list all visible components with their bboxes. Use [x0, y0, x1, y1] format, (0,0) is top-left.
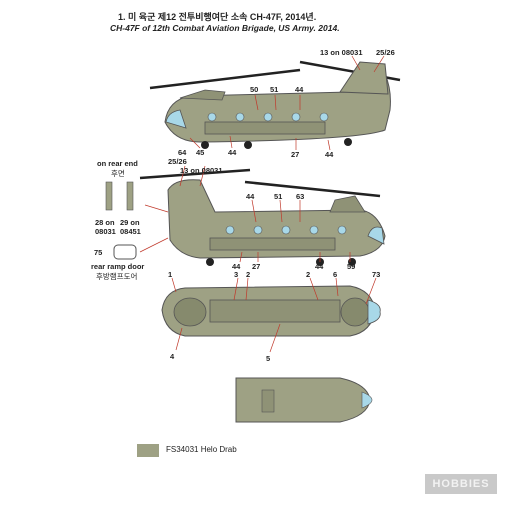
window-icon	[225, 225, 235, 235]
cockpit-window-left	[165, 109, 187, 129]
callout-28-serial: 08031	[95, 227, 116, 236]
front-rotor-hub	[340, 297, 370, 327]
callout-50: 50	[250, 85, 259, 94]
window-icon	[263, 112, 273, 122]
callout-29-serial: 08451	[120, 227, 141, 236]
window-icon	[319, 112, 329, 122]
cockpit-window-right	[367, 226, 385, 245]
window-icon	[207, 112, 217, 122]
side-fuel-pod-right	[209, 237, 336, 251]
callout-73: 73	[372, 270, 381, 279]
callout-2: 2	[246, 270, 251, 279]
rear-wheel-right	[206, 258, 214, 266]
bottom-fuselage	[235, 377, 371, 423]
front-rotor-blade	[244, 180, 381, 198]
top-view	[161, 285, 381, 337]
window-icon	[337, 225, 347, 235]
callout-75: 75	[94, 248, 103, 257]
color-swatch-label: FS34031 Helo Drab	[166, 445, 237, 454]
callout-4: 4	[170, 352, 175, 361]
callout-44: 44	[295, 85, 304, 94]
rear-end-label: on rear end	[97, 159, 138, 168]
bottom-chin-window	[361, 391, 373, 409]
top-spine	[209, 299, 341, 323]
callout-2: 2	[306, 270, 311, 279]
callout-25-26: 25/26	[168, 157, 187, 166]
callout-6: 6	[333, 270, 338, 279]
aft-pylon-left	[339, 61, 389, 95]
color-swatch	[137, 444, 159, 457]
side-view-left	[149, 60, 401, 149]
callout-44: 44	[315, 262, 324, 271]
rear-wheel-left	[344, 138, 352, 146]
callout-44: 44	[228, 148, 237, 157]
title-korean: 1. 미 육군 제12 전투비행여단 소속 CH-47F, 2014년.	[118, 12, 317, 22]
rear-end-strip-right	[126, 181, 134, 211]
callout-13-on-08031: 13 on 08031	[320, 48, 363, 57]
window-icon	[291, 112, 301, 122]
watermark-logo: HOBBIES	[425, 474, 497, 494]
title-english: CH-47F of 12th Combat Aviation Brigade, …	[110, 23, 340, 33]
window-icon	[281, 225, 291, 235]
callout-44: 44	[232, 262, 241, 271]
callout-51: 51	[270, 85, 279, 94]
ramp-door-label: rear ramp door	[91, 262, 145, 271]
bottom-view	[235, 377, 373, 423]
front-wheel-left	[201, 141, 209, 149]
window-icon	[309, 225, 319, 235]
rear-end-label-korean: 후면	[111, 169, 125, 178]
window-icon	[235, 112, 245, 122]
mid-wheel-left	[244, 141, 252, 149]
callout-59: 59	[347, 262, 356, 271]
side-view-right	[139, 168, 386, 266]
forward-pylon-right	[329, 195, 366, 213]
callout-1: 1	[168, 270, 173, 279]
callout-44: 44	[246, 192, 255, 201]
front-rotor-blade	[149, 68, 301, 90]
callout-63: 63	[296, 192, 305, 201]
callout-51: 51	[274, 192, 283, 201]
aft-rotor-hub	[173, 297, 207, 327]
rear-rotor-blade	[139, 168, 251, 180]
callout-5: 5	[266, 354, 271, 363]
callout-44: 44	[325, 150, 334, 159]
callout-27: 27	[252, 262, 261, 271]
top-cockpit-glass	[367, 299, 381, 325]
callout-27: 27	[291, 150, 300, 159]
callout-45: 45	[196, 148, 205, 157]
callout-3: 3	[234, 270, 239, 279]
rear-end-strip-left	[105, 181, 113, 211]
callout-28-on: 28 on	[95, 218, 115, 227]
callout-13-on-08031: 13 on 08031	[180, 166, 223, 175]
side-fuel-pod-left	[204, 121, 326, 135]
callout-leader-lines	[139, 55, 385, 353]
callout-29-on: 29 on	[120, 218, 140, 227]
callout-64: 64	[178, 148, 187, 157]
window-icon	[253, 225, 263, 235]
callout-25-26: 25/26	[376, 48, 395, 57]
ramp-door-outline	[113, 244, 137, 260]
forward-pylon-left	[179, 89, 226, 101]
cargo-hatch	[261, 389, 275, 413]
ramp-door-label-korean: 후방램프도어	[96, 272, 138, 281]
